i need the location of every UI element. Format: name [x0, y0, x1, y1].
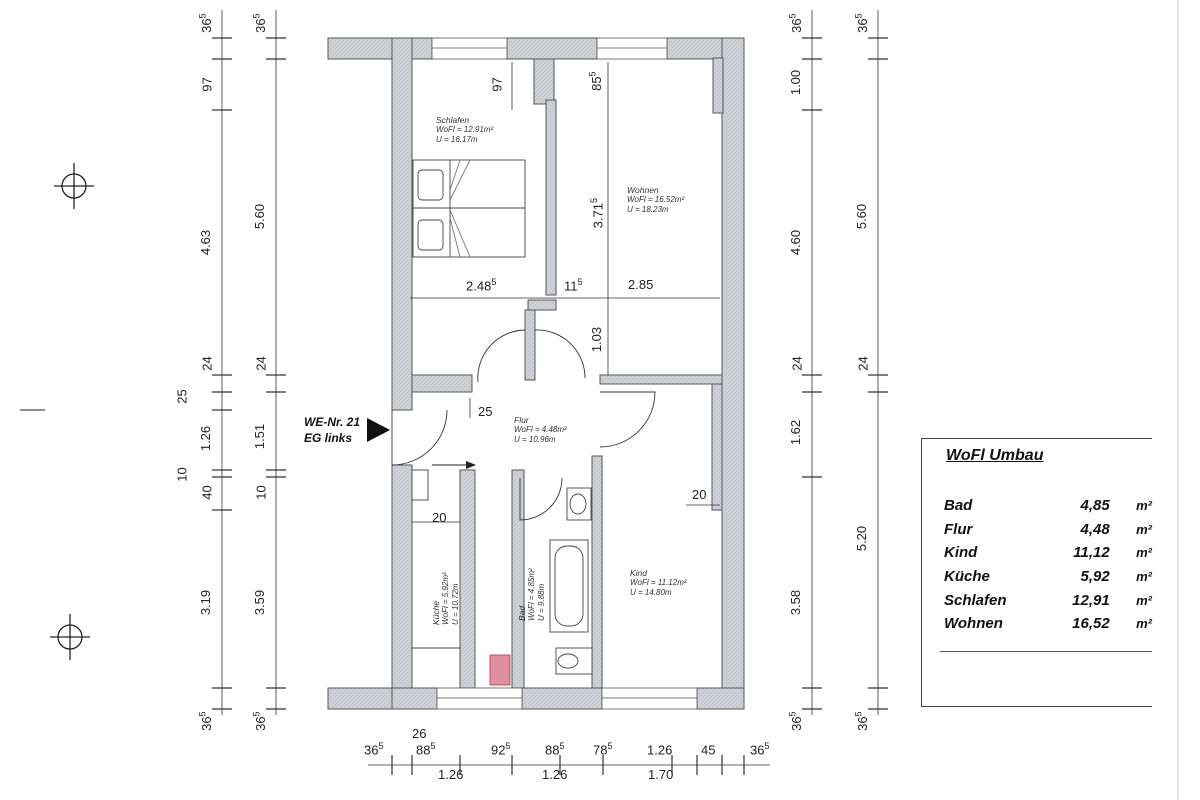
dim-interior-371: 3.715: [589, 198, 606, 229]
dim-interior-25: 25: [478, 404, 493, 419]
dim-right-inner-460: 4.60: [788, 229, 804, 256]
bath-fixtures: [549, 487, 593, 675]
dim-left-outer-463: 4.63: [198, 229, 214, 256]
room-label-flur: Flur WoFl = 4.48m² U = 10.96m: [514, 415, 567, 444]
room-label-wohnen: Wohnen WoFl = 16.52m² U = 18.23m: [627, 185, 685, 214]
dim-right-inner-bottom: 365: [787, 711, 804, 731]
dim-left-inner-bottom: 365: [251, 711, 268, 731]
entrance-marker: [367, 418, 390, 442]
dim-right-outer-560: 5.60: [854, 203, 870, 230]
dim-bottom-8: 365: [750, 741, 770, 758]
dim-right-outer-top: 365: [853, 13, 870, 33]
dimension-lines: [221, 10, 879, 766]
dim-left-outer-25: 25: [174, 389, 190, 404]
dim-bottom-7: 45: [701, 742, 716, 758]
dim-right-inner-100: 1.00: [788, 69, 804, 96]
dim-left-inner-359: 3.59: [252, 589, 268, 616]
walls: [327, 37, 745, 710]
registration-mark-top: [54, 163, 94, 209]
room-label-kueche: Küche WoFl = 5.92m² U = 10.72m: [431, 572, 460, 625]
room-label-bad: Bad WoFl = 4.85m² U = 9.88m: [517, 568, 546, 621]
dim-right-inner-162: 1.62: [788, 419, 804, 446]
dim-interior-103: 1.03: [589, 326, 605, 353]
dimension-ticks: [212, 37, 888, 775]
legend-separator: [940, 651, 1152, 652]
dim-bottom-row2-1: 1.26: [438, 767, 464, 782]
dim-interior-248: 2.485: [466, 277, 497, 294]
dim-left-outer-24: 24: [199, 356, 215, 371]
dim-left-outer-319: 3.19: [198, 589, 214, 616]
dim-interior-85: 855: [587, 71, 604, 91]
dim-right-outer-24: 24: [855, 356, 871, 371]
entrance-label: WE-Nr. 21 EG links: [304, 414, 360, 446]
dim-left-outer-top: 365: [197, 13, 214, 33]
dim-bottom-26: 26: [412, 726, 427, 741]
dim-left-inner-151: 1.51: [252, 423, 268, 450]
dim-bottom-2: 885: [416, 741, 436, 758]
dim-interior-285: 2.85: [628, 277, 654, 292]
entrance-line1: WE-Nr. 21: [304, 415, 361, 429]
dim-left-inner-10: 10: [253, 485, 269, 500]
legend-title: WoFl Umbau: [946, 447, 1044, 464]
dim-bottom-row2-3: 1.70: [648, 767, 674, 782]
dim-bottom-6: 1.26: [647, 742, 673, 758]
room-label-kind: Kind WoFl = 11.12m² U = 14.80m: [630, 568, 687, 597]
dim-left-inner-24: 24: [253, 356, 269, 371]
doors: [391, 329, 656, 521]
kitchen-counter: [411, 469, 460, 649]
dim-left-outer-126: 1.26: [198, 425, 214, 452]
dim-interior-11: 115: [564, 277, 583, 294]
dim-right-outer-520: 5.20: [854, 525, 870, 552]
entrance-line2: EG links: [304, 431, 353, 445]
dim-right-inner-top: 365: [787, 13, 804, 33]
dim-right-outer-bottom: 365: [853, 711, 870, 731]
chimney: [489, 654, 511, 686]
dim-bottom-row2-2: 1.26: [542, 767, 568, 782]
dim-right-inner-24: 24: [789, 356, 805, 371]
dim-left-outer-97: 97: [199, 77, 215, 92]
bed: [412, 159, 526, 258]
dim-bottom-1: 365: [364, 741, 384, 758]
dim-interior-20-kitchen: 20: [432, 510, 447, 525]
room-label-schlafen: Schlafen WoFl = 12.91m² U = 16.17m: [436, 115, 494, 144]
dim-bottom-3: 925: [491, 741, 511, 758]
entry-arrow-head: [466, 461, 476, 469]
registration-mark-bottom: [50, 614, 90, 660]
dim-bottom-5: 785: [593, 741, 613, 758]
dim-left-inner-top: 365: [251, 13, 268, 33]
dim-bottom-4: 885: [545, 741, 565, 758]
dim-interior-97: 97: [489, 77, 505, 92]
dim-left-inner-560: 5.60: [252, 203, 268, 230]
dim-left-outer-10: 10: [174, 467, 190, 482]
dim-interior-20-kind: 20: [692, 487, 707, 502]
dim-left-outer-bottom: 365: [197, 711, 214, 731]
dim-left-outer-40: 40: [199, 485, 215, 500]
dim-right-inner-358: 3.58: [788, 589, 804, 616]
windows: [431, 37, 698, 710]
